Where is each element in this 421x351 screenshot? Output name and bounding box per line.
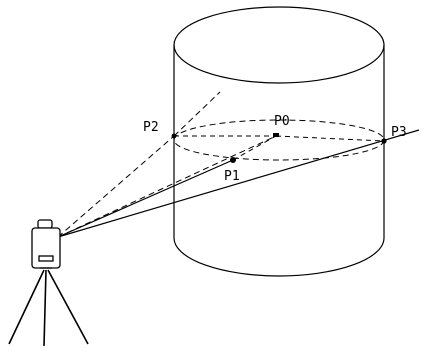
- point-p2-marker: [171, 133, 177, 139]
- tripod-icon: [8, 269, 89, 347]
- label-p2: P2: [143, 120, 159, 135]
- section-chords: [174, 135, 385, 161]
- dashed-sight-lines: [57, 91, 277, 238]
- point-p1-marker: [230, 157, 236, 163]
- label-p0: P0: [274, 114, 290, 129]
- point-p3-marker: [381, 138, 387, 144]
- sight-line-p1: [57, 159, 234, 238]
- cylinder-top-ellipse: [173, 6, 385, 84]
- label-p1: P1: [224, 169, 240, 184]
- chord-p1-p0: [232, 135, 277, 161]
- sight-line-p2-extension: [173, 91, 221, 137]
- instrument-body: [31, 227, 61, 269]
- instrument-handle: [37, 219, 53, 229]
- sight-line-p0: [57, 135, 277, 238]
- label-p3: P3: [391, 125, 407, 140]
- cylinder-bottom-arc: [173, 237, 385, 277]
- tripod-leg-right: [47, 269, 89, 345]
- sight-line-p2: [57, 135, 175, 238]
- cylinder: [173, 6, 385, 277]
- instrument-screen: [38, 255, 54, 262]
- measurement-points: [171, 133, 387, 163]
- sight-line-p3: [57, 129, 420, 238]
- solid-sight-lines: [57, 129, 420, 238]
- point-p0-marker: [273, 133, 279, 137]
- tripod-leg-left: [8, 269, 45, 345]
- tripod-leg-middle: [43, 269, 47, 347]
- chord-p0-p3: [275, 135, 385, 142]
- total-station-icon: [31, 219, 61, 269]
